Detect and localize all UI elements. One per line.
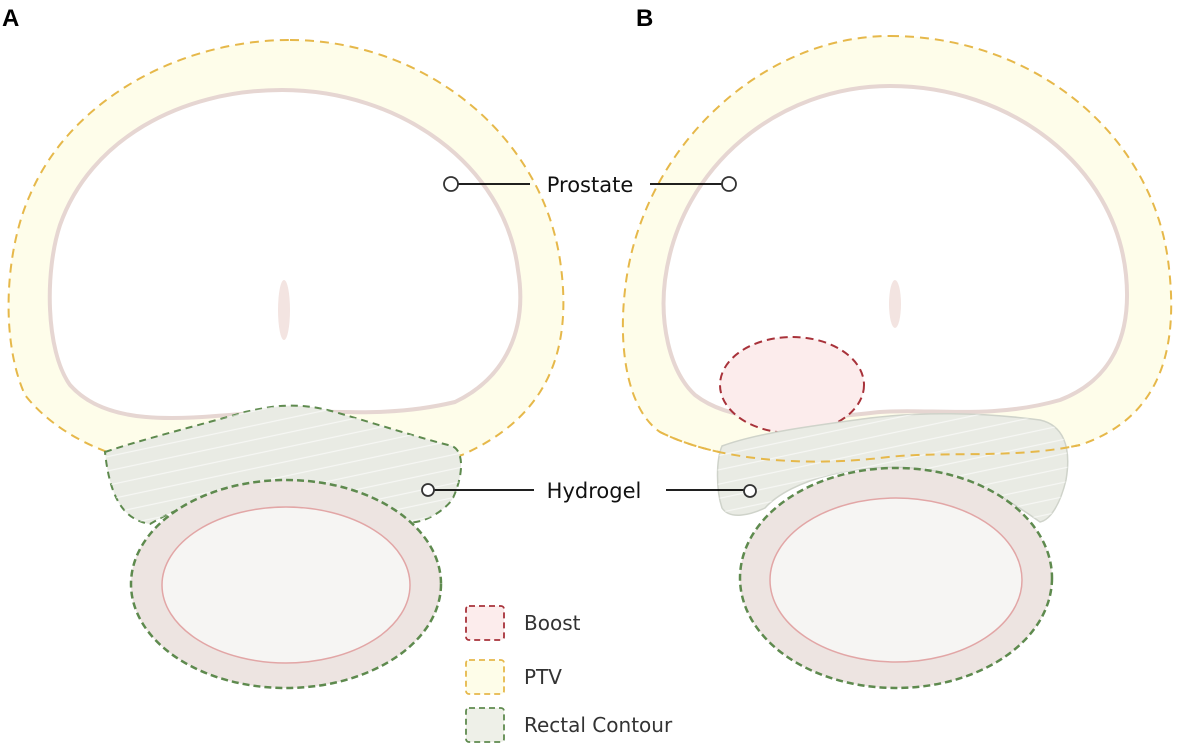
legend-swatch-rectal-contour bbox=[465, 707, 505, 743]
panel-a-letter: A bbox=[2, 5, 19, 32]
hydrogel-a-texture bbox=[105, 405, 462, 524]
hydrogel-label: Hydrogel bbox=[547, 479, 642, 503]
urethra-a bbox=[278, 280, 290, 340]
pointer-dot-prostate-b bbox=[721, 176, 737, 192]
callout-hydrogel: Hydrogel bbox=[421, 479, 757, 503]
legend-label-ptv: PTV bbox=[524, 665, 562, 689]
panel-a: A bbox=[2, 5, 565, 690]
legend-swatch-ptv bbox=[465, 659, 505, 695]
pointer-dot-hydrogel-a bbox=[421, 483, 435, 497]
boost-b bbox=[719, 336, 865, 434]
ptv-lower-edge-b bbox=[659, 431, 1081, 463]
legend-item-ptv: PTV bbox=[465, 659, 562, 695]
rectum-inner-b bbox=[769, 497, 1023, 663]
pointer-dot-prostate-a bbox=[443, 176, 459, 192]
legend-swatch-boost bbox=[465, 605, 505, 641]
rectum-inner-a bbox=[161, 506, 411, 664]
pointer-dot-hydrogel-b bbox=[743, 484, 757, 498]
panel-b-letter: B bbox=[636, 5, 653, 32]
panel-b: B bbox=[621, 5, 1173, 690]
hydrogel-b-texture bbox=[717, 413, 1068, 522]
prostate-label: Prostate bbox=[547, 173, 634, 197]
legend-item-boost: Boost bbox=[465, 605, 581, 641]
legend-label-boost: Boost bbox=[524, 611, 581, 635]
urethra-b bbox=[889, 280, 901, 328]
legend-item-rectal-contour: Rectal Contour bbox=[465, 707, 673, 743]
prostate-b bbox=[661, 83, 1129, 421]
legend: Boost PTV Rectal Contour bbox=[465, 605, 673, 743]
legend-label-rectal-contour: Rectal Contour bbox=[524, 713, 673, 737]
callout-prostate: Prostate bbox=[443, 173, 737, 197]
